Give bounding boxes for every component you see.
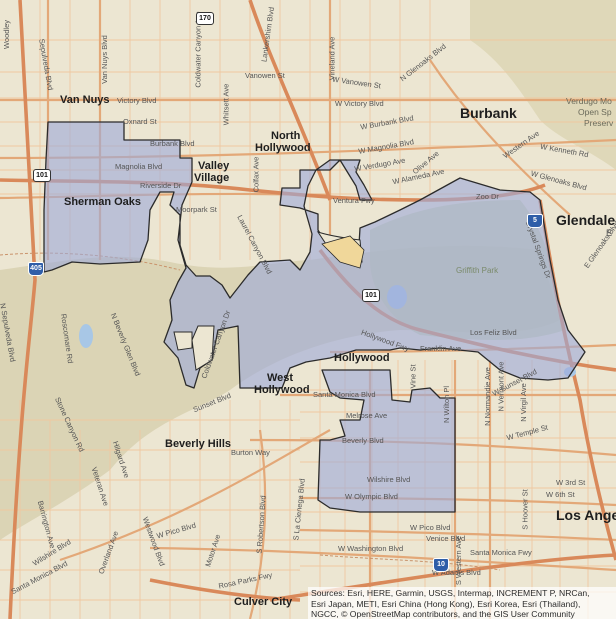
city-label-north-hollywood-2: Hollywood <box>255 142 311 154</box>
street-label-vineland-ave: Vineland Ave <box>327 36 337 81</box>
city-label-burbank: Burbank <box>460 105 517 121</box>
city-label-west-hollywood-2: Hollywood <box>254 384 310 396</box>
city-label-north-hollywood-1: North <box>271 130 301 142</box>
city-label-culver-city: Culver City <box>234 596 293 608</box>
attribution-line-1: Sources: Esri, HERE, Garmin, USGS, Inter… <box>311 588 590 598</box>
city-label-los-angeles: Los Angel <box>556 507 616 523</box>
highway-shield-101: 101 <box>33 169 51 182</box>
city-label-west-hollywood-1: West <box>267 372 294 384</box>
street-label-w-adams-blvd: W Adams Blvd <box>432 568 481 577</box>
verdugo-hills <box>470 0 616 170</box>
street-label-n-virgil-ave: N Virgil Ave <box>518 383 528 422</box>
street-label-riverside-dr: Riverside Dr <box>140 181 182 190</box>
street-label-los-feliz-blvd: Los Feliz Blvd <box>470 328 517 337</box>
place-label-preserve: Preserv <box>584 118 614 128</box>
street-label-ventura-fwy: Ventura Fwy <box>333 196 375 205</box>
street-label-w-6th-st: W 6th St <box>546 490 575 499</box>
street-label-wilshire-blvd: Wilshire Blvd <box>367 475 411 484</box>
street-label-s-western-ave: S Western Ave <box>454 535 464 586</box>
city-label-hollywood: Hollywood <box>334 352 390 364</box>
street-label-franklin-ave: Franklin Ave <box>420 344 462 353</box>
city-label-valley-village-1: Valley <box>198 160 230 172</box>
street-label-beverly-blvd: Beverly Blvd <box>342 436 384 445</box>
street-label-w-washington-blvd: W Washington Blvd <box>338 544 404 553</box>
street-label-burbank-blvd: Burbank Blvd <box>150 139 195 148</box>
interstate-shield-10: 10 <box>433 558 449 572</box>
street-label-s-hoover-st: S Hoover St <box>520 489 530 530</box>
council-district-boundary[interactable] <box>43 121 586 513</box>
street-label-zoo-dr: Zoo Dr <box>476 192 499 201</box>
interstate-shield-5: 5 <box>527 214 543 228</box>
street-label-oxnard-st: Oxnard St <box>123 117 157 126</box>
street-label-w-victory-blvd: W Victory Blvd <box>335 99 384 108</box>
map-attribution: Sources: Esri, HERE, Garmin, USGS, Inter… <box>308 587 616 619</box>
street-label-colfax-ave: Colfax Ave <box>251 156 261 193</box>
place-label-verdugo-mountains: Verdugo Mo <box>566 96 612 106</box>
city-label-van-nuys: Van Nuys <box>60 94 110 106</box>
street-label-magnolia-blvd: Magnolia Blvd <box>115 162 163 171</box>
district-excluded-area-3 <box>191 325 215 371</box>
street-label-vanowen-st: Vanowen St <box>245 71 285 80</box>
city-label-valley-village-2: Village <box>194 172 230 184</box>
attribution-line-3: NGCC, © OpenStreetMap contributors, and … <box>311 609 575 619</box>
street-label-moorpark-st: Moorpark St <box>176 205 217 214</box>
street-label-e: E <box>606 228 613 238</box>
street-label-woodley-ave: Woodley <box>2 19 12 50</box>
district-excluded-area-2 <box>321 235 365 269</box>
interstate-shield-405: 405 <box>28 262 44 276</box>
highway-shield-170: 170 <box>196 12 214 25</box>
street-label-santa-monica-fwy: Santa Monica Fwy <box>470 548 532 557</box>
street-label-whitsett-ave: Whitsett Ave <box>221 83 231 126</box>
street-label-venice-blvd: Venice Blvd <box>426 534 466 543</box>
street-label-w-olympic-blvd: W Olympic Blvd <box>345 492 398 501</box>
place-label-open-space: Open Sp <box>578 107 612 117</box>
street-label-n-wilton-pl: N Wilton Pl <box>442 385 452 424</box>
street-label-n-vermont-ave: N Vermont Ave <box>496 361 506 412</box>
street-label-melrose-ave: Melrose Ave <box>346 411 388 420</box>
street-label-van-nuys-blvd: Van Nuys Blvd <box>99 35 109 84</box>
street-label-w-3rd-st: W 3rd St <box>556 478 586 487</box>
district-excluded-area-4 <box>173 331 193 351</box>
park-label-griffith-park: Griffith Park <box>456 266 499 275</box>
street-label-santa-monica-blvd: Santa Monica Blvd <box>313 390 376 399</box>
highway-shield-101-south: 101 <box>362 289 380 302</box>
city-label-sherman-oaks: Sherman Oaks <box>64 196 142 208</box>
reservoir-west <box>79 324 93 348</box>
city-label-beverly-hills: Beverly Hills <box>165 438 232 450</box>
city-label-glendale: Glendale <box>556 212 616 228</box>
street-label-n-normandie-ave: N Normandie Ave <box>482 367 492 426</box>
attribution-line-2: Esri Japan, METI, Esri China (Hong Kong)… <box>311 598 581 609</box>
street-label-victory-blvd: Victory Blvd <box>117 96 157 105</box>
street-label-burton-way: Burton Way <box>231 448 270 457</box>
street-label-vine-st: Vine St <box>408 364 418 389</box>
street-label-w-pico-blvd: W Pico Blvd <box>410 523 451 532</box>
